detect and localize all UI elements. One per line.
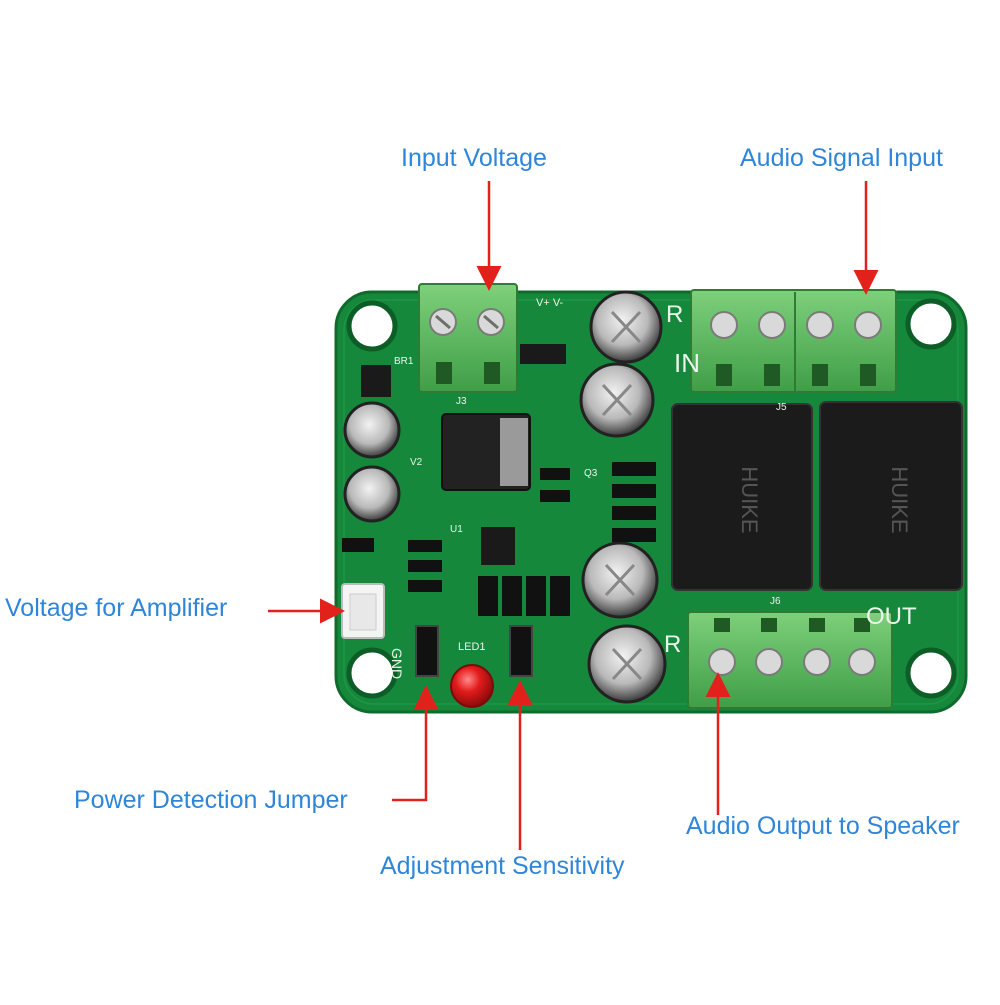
- callout-arrows: [268, 181, 879, 850]
- label-voltage-for-amplifier: Voltage for Amplifier: [5, 594, 228, 622]
- silk-j6: J6: [770, 596, 781, 607]
- label-audio-output-to-speaker: Audio Output to Speaker: [686, 812, 960, 840]
- label-adjustment-sensitivity: Adjustment Sensitivity: [380, 852, 625, 880]
- audio-input-terminals: [690, 289, 897, 393]
- silk-vplus: V+ V-: [536, 297, 564, 309]
- amplifier-connector: [341, 583, 385, 639]
- silk-out: OUT: [866, 603, 917, 630]
- arrow-power-jumper: [392, 685, 439, 802]
- mounting-holes: [346, 298, 957, 699]
- silk-br1: BR1: [394, 356, 414, 367]
- label-power-detection-jumper: Power Detection Jumper: [74, 786, 348, 814]
- label-input-voltage: Input Voltage: [401, 144, 547, 172]
- relay-1-label: HUIKE: [737, 466, 762, 533]
- smd-components: [342, 462, 656, 616]
- input-voltage-terminal: [418, 283, 518, 393]
- silk-gnd: GND: [389, 648, 405, 679]
- silk-led: LED1: [458, 641, 486, 653]
- led: [450, 664, 494, 708]
- silk-r-top: R: [666, 301, 683, 328]
- ics: [361, 344, 566, 565]
- silk-u1: U1: [450, 524, 463, 535]
- label-audio-signal-input: Audio Signal Input: [740, 144, 943, 172]
- relays: HUIKE HUIKE: [671, 401, 963, 591]
- relay-2-label: HUIKE: [887, 466, 912, 533]
- capacitors: [343, 290, 667, 704]
- silk-in: IN: [674, 348, 700, 378]
- silkscreen: IN OUT R R GND LED1 J3 J5 J6 U1 V2 Q3 BR…: [389, 297, 917, 679]
- silk-r-bottom: R: [664, 631, 681, 658]
- silk-q3: Q3: [584, 468, 598, 479]
- silk-u2: V2: [410, 457, 423, 468]
- jumpers: [415, 625, 533, 677]
- silk-j5: J5: [776, 402, 787, 413]
- silk-j3: J3: [456, 396, 467, 407]
- audio-output-terminal: [687, 611, 893, 709]
